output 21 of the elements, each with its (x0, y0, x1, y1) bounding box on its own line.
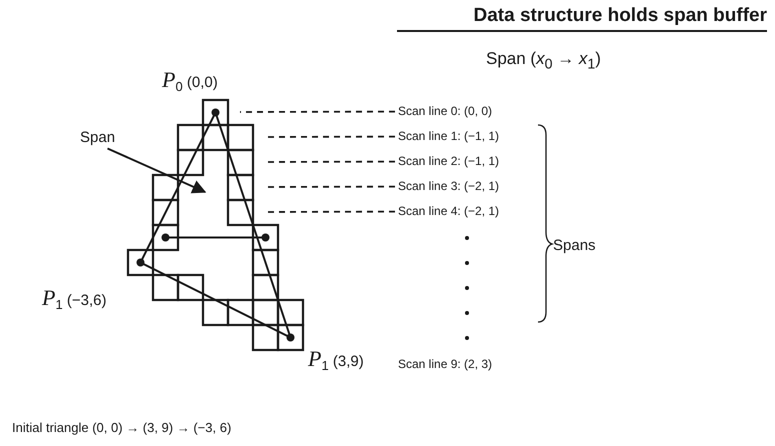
brace-label: Spans (553, 238, 596, 254)
scan-line-label: Scan line 2: (−1, 1) (398, 155, 500, 168)
vertex-label: P$_{1}$ (−3,6) (42, 286, 106, 312)
scan-line-label: Scan line 9: (2, 3) (398, 358, 492, 372)
rasterized-triangle-drawing (126, 98, 304, 352)
vertex-label: P$_{0}$ (0,0) (162, 68, 218, 94)
dashed-leader-line (266, 136, 395, 138)
dashed-leader-line (266, 186, 395, 188)
scan-line-label: Scan line 4: (−2, 1) (398, 205, 500, 218)
dashed-leader-line (266, 160, 395, 163)
caption: Initial triangle (0, 0) → (3, 9) → (−3, 6) (12, 421, 232, 436)
title: Data structure holds span buffer (397, 6, 767, 32)
callout-label: Span (80, 130, 116, 146)
dashed-leader-line (240, 110, 395, 113)
arrow (107, 148, 206, 194)
vertex-label: P$_{1}$ (3,9) (308, 347, 364, 374)
dashed-leader-line (266, 210, 395, 213)
span-formula: Span (x$_{0}$ → x$_{1}$) (486, 50, 601, 73)
scan-line-label: Scan line 1: (−1, 1) (398, 130, 500, 144)
scan-line-label: Scan line 3: (−2, 1) (398, 180, 500, 194)
scan-line-label: Scan line 0: (0, 0) (398, 105, 492, 118)
